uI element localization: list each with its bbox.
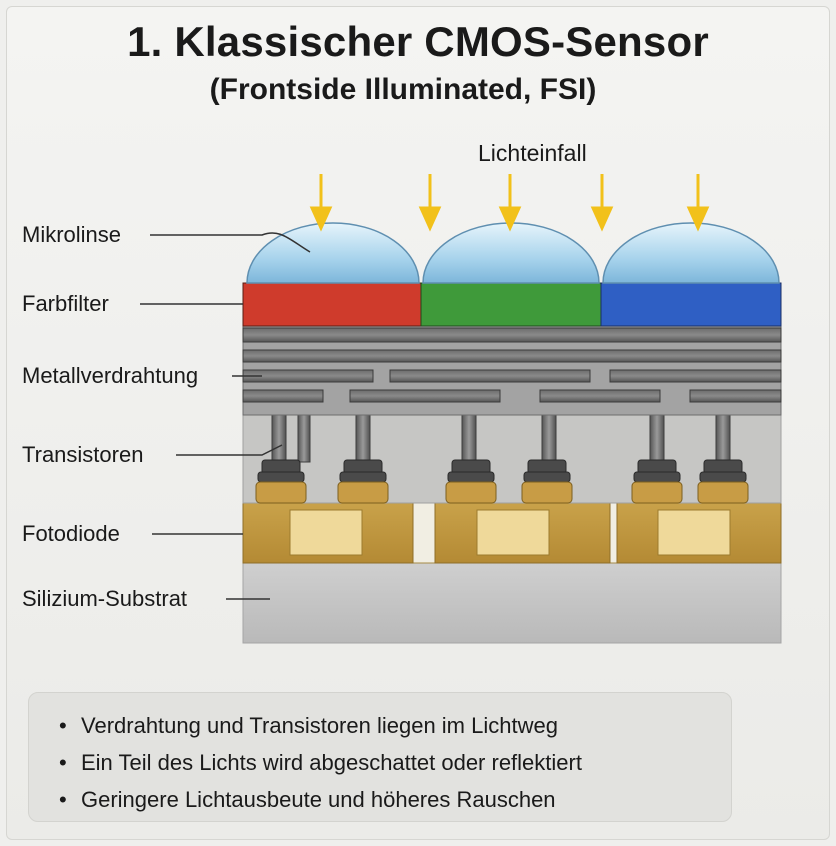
metal-wiring-layer [242,325,782,416]
page-subtitle: (Frontside Illuminated, FSI) [209,73,597,106]
light-arrows [309,174,710,232]
color-filter-red [242,282,422,327]
label-transistors: Transistoren [22,442,144,467]
label-microlens: Mikrolinse [22,222,122,247]
page-title: 1. Klassischer CMOS-Sensor [127,18,709,65]
transistors [255,459,749,504]
label-metal-wiring: Metallverdrahtung [22,363,199,388]
label-substrate: Silizium-Substrat [22,586,188,611]
notes-box: Verdrahtung und Transistoren liegen im L… [28,692,732,822]
note-item: Geringere Lichtausbeute und höheres Raus… [59,781,731,818]
photodiode-layer [242,502,782,564]
microlenses [246,222,780,284]
note-item: Verdrahtung und Transistoren liegen im L… [59,707,731,744]
label-color-filter: Farbfilter [22,291,109,316]
label-photodiode: Fotodiode [22,521,120,546]
color-filter-green [420,282,602,327]
substrate-layer [242,562,782,644]
notes-list: Verdrahtung und Transistoren liegen im L… [29,693,731,818]
color-filter-blue [600,282,782,327]
light-incidence-label: Lichteinfall [478,140,587,166]
transistor-layer [242,414,782,504]
note-item: Ein Teil des Lichts wird abgeschattet od… [59,744,731,781]
leader-lines [140,232,311,600]
